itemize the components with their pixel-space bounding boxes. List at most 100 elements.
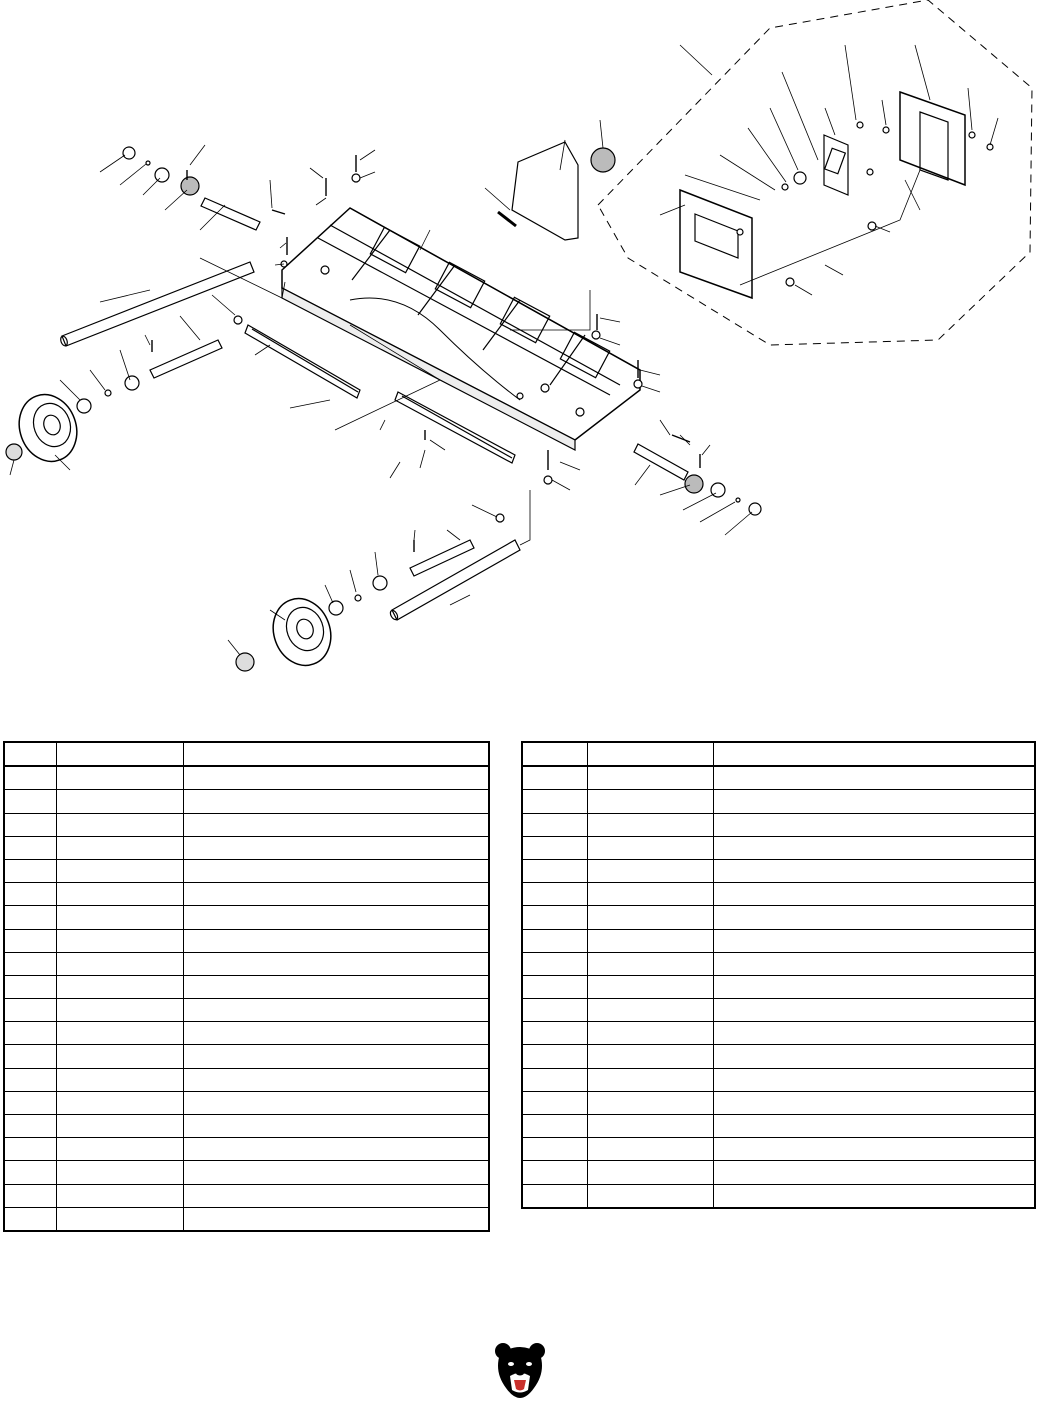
description-cell: [712, 1113, 1036, 1139]
part-number-cell: [586, 905, 714, 930]
table-row: [521, 974, 1036, 1000]
description-cell: [182, 998, 490, 1023]
description-cell: [712, 1160, 1036, 1185]
ref-header: [521, 741, 588, 768]
description-cell: [182, 1160, 490, 1185]
table-row: [3, 1067, 490, 1092]
table-row: [521, 905, 1036, 930]
ref-cell: [3, 858, 57, 884]
table-row: [521, 1067, 1036, 1092]
part-number-cell: [586, 1160, 714, 1185]
description-cell: [712, 789, 1036, 814]
description-cell: [182, 974, 490, 1000]
bracket-cover: [511, 141, 579, 241]
description-cell: [712, 998, 1036, 1023]
parts-table-left: [3, 741, 490, 1232]
description-cell: [182, 1067, 490, 1092]
description-cell: [182, 1090, 490, 1116]
ref-cell: [3, 882, 57, 907]
table-row: [3, 812, 490, 837]
description-header: [712, 741, 1036, 768]
ref-cell: [3, 765, 57, 791]
bolts: [151, 155, 701, 552]
ref-cell: [3, 1137, 57, 1162]
ref-cell: [521, 1113, 588, 1139]
table-header-row: [521, 741, 1036, 768]
part-number-cell: [586, 835, 714, 860]
table-row: [521, 789, 1036, 814]
subassembly-hardware: [736, 121, 994, 287]
table-row: [521, 882, 1036, 907]
ref-cell: [3, 1067, 57, 1092]
description-cell: [182, 835, 490, 860]
ref-cell: [3, 974, 57, 1000]
switch-bracket: [823, 134, 849, 196]
description-cell: [182, 905, 490, 930]
description-cell: [182, 858, 490, 884]
part-number-cell: [586, 998, 714, 1023]
description-cell: [712, 928, 1036, 953]
part-number-cell: [55, 928, 184, 953]
ref-cell: [521, 998, 588, 1023]
part-number-cell: [55, 882, 184, 907]
shaft-left-upper: [200, 197, 261, 231]
ref-cell: [521, 974, 588, 1000]
ref-cell: [521, 1137, 588, 1162]
description-cell: [182, 765, 490, 791]
table-row: [521, 1021, 1036, 1046]
rod-lower: [389, 539, 521, 621]
handwheel-right: [235, 597, 332, 672]
ref-cell: [3, 1021, 57, 1046]
table-row: [3, 928, 490, 953]
motor-mount-plate: [679, 188, 753, 300]
part-number-cell: [586, 1183, 714, 1209]
part-number-cell: [586, 1067, 714, 1092]
table-row: [3, 858, 490, 884]
table-row: [521, 928, 1036, 953]
shaft-right-upper: [633, 443, 689, 481]
description-cell: [182, 1137, 490, 1162]
description-cell: [712, 882, 1036, 907]
table-row: [521, 998, 1036, 1023]
part-number-cell: [586, 858, 714, 884]
part-number-cell: [586, 1044, 714, 1069]
ref-cell: [521, 858, 588, 884]
part-number-cell: [55, 1206, 184, 1232]
table-row: [3, 1044, 490, 1069]
table-row: [3, 1160, 490, 1185]
part-number-cell: [586, 765, 714, 791]
ref-header: [3, 741, 57, 768]
description-cell: [712, 1021, 1036, 1046]
part-number-cell: [55, 974, 184, 1000]
ref-cell: [521, 812, 588, 837]
part-number-cell: [55, 951, 184, 976]
ref-cell: [3, 1044, 57, 1069]
table-row: [521, 1183, 1036, 1209]
parts-table-right: [521, 741, 1036, 1209]
description-cell: [182, 1113, 490, 1139]
ref-cell: [3, 789, 57, 814]
description-cell: [182, 1206, 490, 1232]
table-row: [3, 765, 490, 791]
part-number-header: [586, 741, 714, 768]
ref-cell: [521, 1021, 588, 1046]
part-number-cell: [586, 812, 714, 837]
table-row: [521, 1137, 1036, 1162]
base-casting: [281, 207, 641, 451]
table-row: [521, 812, 1036, 837]
table-row: [3, 1183, 490, 1208]
description-cell: [712, 905, 1036, 930]
table-row: [3, 998, 490, 1023]
ref-cell: [521, 1183, 588, 1209]
table-row: [521, 1090, 1036, 1116]
ref-cell: [521, 1067, 588, 1092]
guard-plate: [899, 90, 966, 187]
part-number-cell: [586, 882, 714, 907]
ref-cell: [521, 882, 588, 907]
description-header: [182, 741, 490, 768]
description-cell: [712, 835, 1036, 860]
part-number-cell: [55, 1067, 184, 1092]
part-number-cell: [586, 974, 714, 1000]
ref-cell: [521, 1044, 588, 1069]
description-cell: [182, 928, 490, 953]
